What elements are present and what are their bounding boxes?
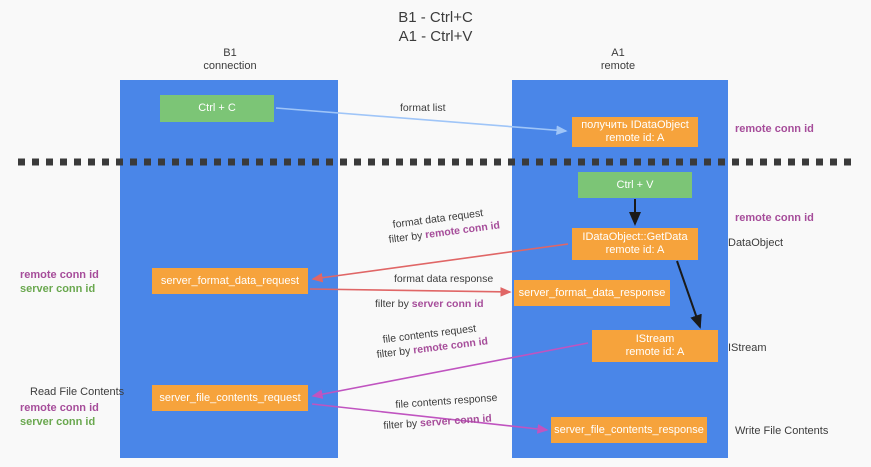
box-ctrl-c[interactable]: Ctrl + C xyxy=(160,95,274,122)
box-server-format-data-request[interactable]: server_format_data_request xyxy=(152,268,308,294)
column-header-b1-role: connection xyxy=(203,60,257,72)
note-dataobject: DataObject xyxy=(728,237,784,249)
box-get-idataobject[interactable]: получить IDataObject remote id: A xyxy=(572,117,698,147)
note-left-server-conn-id-2: server conn id xyxy=(20,416,96,428)
box-ctrl-v[interactable]: Ctrl + V xyxy=(578,172,692,198)
note-istream: IStream xyxy=(728,342,767,354)
box-ctrl-v-label: Ctrl + V xyxy=(616,178,654,191)
box-idataobject-getdata-line1: IDataObject::GetData xyxy=(582,231,688,243)
note-left-server-conn-id-1: server conn id xyxy=(20,283,96,295)
note-left-conn-ids-1: remote conn id server conn id xyxy=(20,268,140,296)
column-header-a1: A1 remote xyxy=(548,47,688,73)
box-istream[interactable]: IStream remote id: A xyxy=(592,330,718,362)
note-write-file-contents: Write File Contents xyxy=(735,425,829,437)
arrow-format-data-response xyxy=(309,287,512,297)
title-line-1: B1 - Ctrl+C xyxy=(398,9,473,26)
edge-label-file-contents-response-filter: filter by server conn id xyxy=(383,412,493,432)
edge-label-file-contents-response: file contents response xyxy=(395,391,498,411)
edge-label-format-data-response: format data response xyxy=(394,273,494,285)
edge-label-format-list: format list xyxy=(400,102,446,114)
box-server-file-contents-response[interactable]: server_file_contents_response xyxy=(551,417,707,443)
box-istream-line1: IStream xyxy=(635,333,675,345)
box-get-idataobject-line1: получить IDataObject xyxy=(581,119,689,131)
note-left-remote-conn-id-1: remote conn id xyxy=(20,269,99,281)
box-server-format-data-request-label: server_format_data_request xyxy=(160,274,300,287)
note-left-remote-conn-id-2: remote conn id xyxy=(20,402,99,414)
box-server-file-contents-request[interactable]: server_file_contents_request xyxy=(152,385,308,411)
box-ctrl-c-label: Ctrl + C xyxy=(198,102,236,114)
column-header-b1: B1 connection xyxy=(160,47,300,73)
box-get-idataobject-line2: remote id: A xyxy=(605,132,665,144)
column-header-a1-role: remote xyxy=(600,60,636,72)
note-read-file-contents: Read File Contents xyxy=(30,386,125,398)
box-idataobject-getdata-line2: remote id: A xyxy=(605,244,665,256)
title-line-2: A1 - Ctrl+V xyxy=(398,28,473,45)
filter-value-server-conn-id: server conn id xyxy=(411,298,484,310)
column-header-b1-name: B1 xyxy=(223,47,237,59)
note-remote-conn-id-mid: remote conn id xyxy=(735,212,814,224)
note-left-conn-ids-2: remote conn id server conn id xyxy=(20,401,140,429)
box-server-file-contents-request-label: server_file_contents_request xyxy=(159,391,301,404)
box-server-format-data-response-label: server_format_data_response xyxy=(518,286,666,299)
note-remote-conn-id-top: remote conn id xyxy=(735,123,814,135)
filter-value-server-conn-id-2: server conn id xyxy=(419,412,493,430)
box-server-format-data-response[interactable]: server_format_data_response xyxy=(514,280,670,306)
page-title: B1 - Ctrl+C A1 - Ctrl+V xyxy=(0,8,871,46)
column-header-a1-name: A1 xyxy=(611,47,625,59)
box-idataobject-getdata[interactable]: IDataObject::GetData remote id: A xyxy=(572,228,698,260)
box-istream-line2: remote id: A xyxy=(625,346,685,358)
edge-label-format-data-response-filter: filter by server conn id xyxy=(375,298,484,310)
box-server-file-contents-response-label: server_file_contents_response xyxy=(554,423,704,436)
